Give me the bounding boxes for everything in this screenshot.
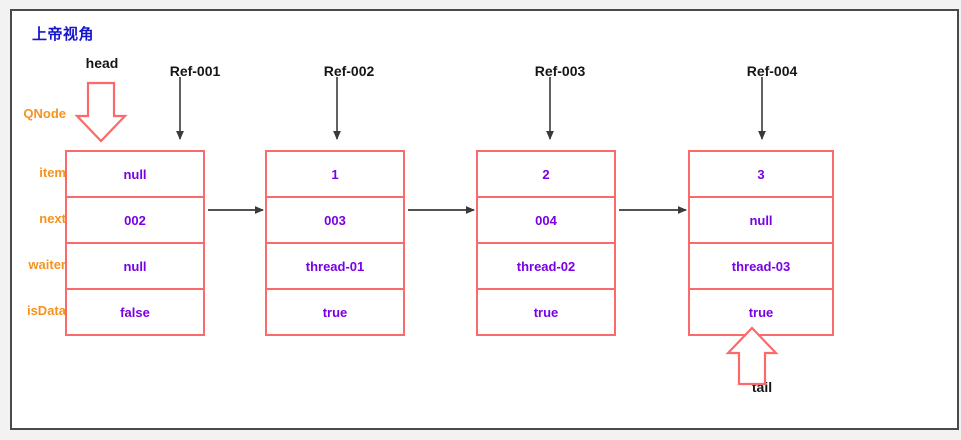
qnode-1-item: null	[67, 152, 203, 198]
qnode-struct-label: QNode	[23, 106, 66, 121]
qnode-2-isdata: true	[322, 304, 348, 320]
ref-label-001: Ref-001	[169, 63, 221, 79]
head-pointer-label: head	[85, 55, 119, 71]
page-title: 上帝视角	[32, 26, 95, 43]
qnode-3-waiter: thread-02	[478, 244, 614, 290]
qnode-3-next: 004	[478, 198, 614, 244]
qnode-1-next: 002	[67, 198, 203, 244]
ref-label-004: Ref-004	[746, 63, 798, 79]
qnode-3-isdata: true	[533, 304, 559, 320]
qnode-4-item: 3	[690, 152, 832, 198]
field-label-waiter: waiter	[28, 257, 66, 272]
qnode-2-next: 003	[267, 198, 403, 244]
qnode-3-item: 2	[478, 152, 614, 198]
qnode-4-waiter: thread-03	[690, 244, 832, 290]
qnode-4-isdata: true	[748, 304, 774, 320]
qnode-box-4: 3 null thread-03 true	[688, 150, 834, 336]
field-label-item: item	[39, 165, 66, 180]
tail-pointer-arrow	[725, 326, 779, 386]
qnode-2-item: 1	[267, 152, 403, 198]
diagram-canvas: 上帝视角 QNode item next waiter isData Ref-0…	[10, 9, 959, 430]
qnode-2-waiter: thread-01	[267, 244, 403, 290]
qnode-box-2: 1 003 thread-01 true	[265, 150, 405, 336]
ref-label-002: Ref-002	[323, 63, 375, 79]
qnode-4-next: null	[690, 198, 832, 244]
head-pointer-arrow	[74, 81, 128, 143]
ref-label-003: Ref-003	[534, 63, 586, 79]
tail-pointer-label: tail	[751, 379, 773, 395]
field-label-isdata: isData	[26, 303, 66, 318]
field-label-next: next	[39, 211, 66, 226]
qnode-1-waiter: null	[67, 244, 203, 290]
qnode-box-1: null 002 null false	[65, 150, 205, 336]
qnode-box-3: 2 004 thread-02 true	[476, 150, 616, 336]
qnode-1-isdata: false	[120, 304, 150, 320]
